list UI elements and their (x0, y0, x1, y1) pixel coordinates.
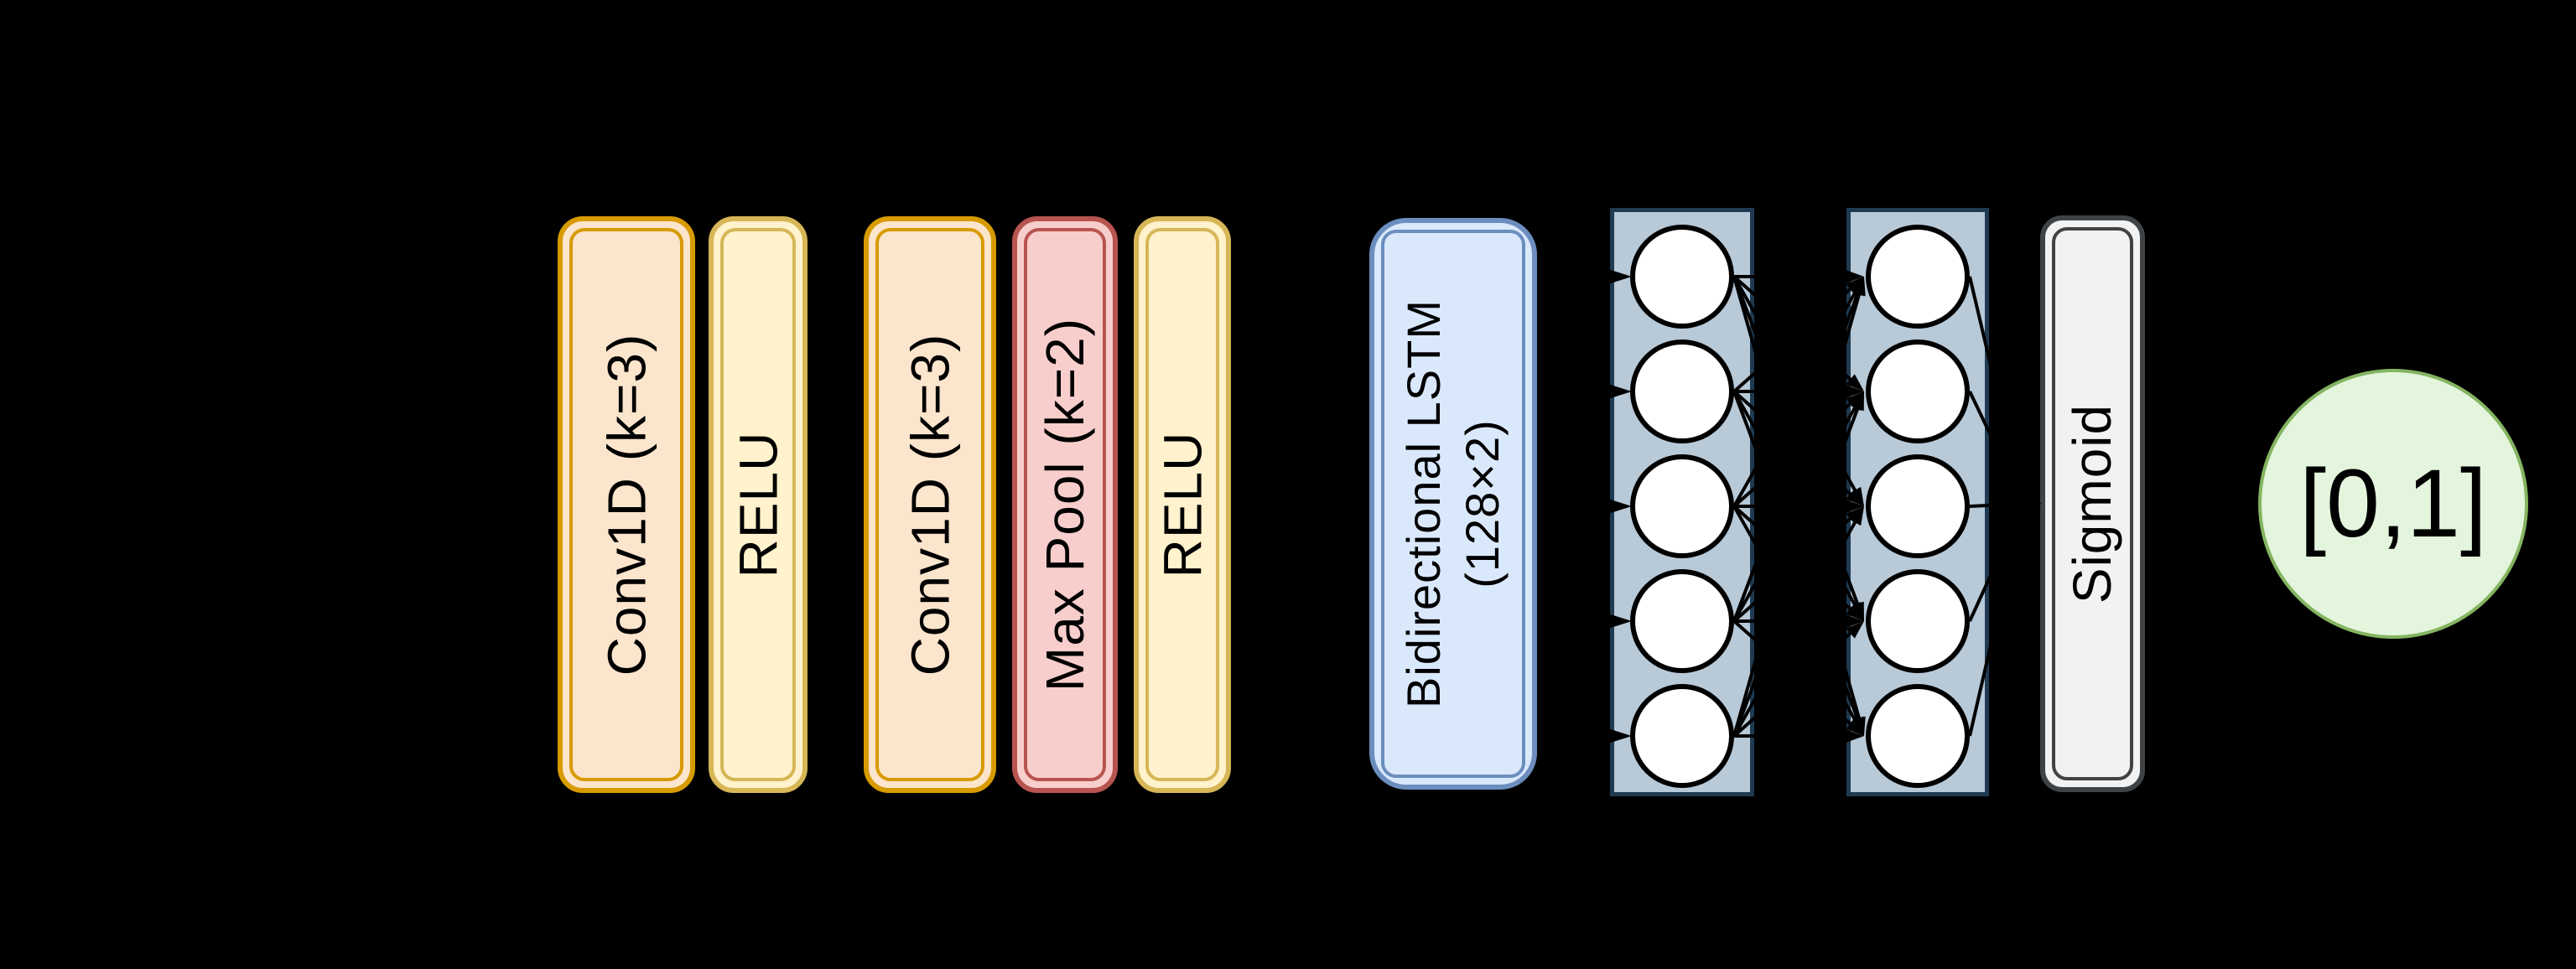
layer-label-maxpool: Max Pool (k=2) (1035, 317, 1095, 692)
dense-layer-panel-2 (1846, 208, 1989, 796)
layer-label-conv1d-2: Conv1D (k=3) (900, 333, 960, 676)
layer-relu-2: RELU (1134, 216, 1231, 793)
layer-label-relu-2: RELU (1152, 431, 1213, 578)
layer-conv1d-2: Conv1D (k=3) (864, 216, 996, 793)
lstm-label-line2: (128×2) (1456, 419, 1509, 588)
output-node: [0,1] (2258, 369, 2528, 639)
layer-label-sigmoid: Sigmoid (2062, 403, 2123, 604)
layer-label-bidirectional-lstm: Bidirectional LSTM (128×2) (1394, 299, 1512, 708)
output-label: [0,1] (2299, 450, 2487, 557)
layer-label-conv1d-1: Conv1D (k=3) (596, 333, 657, 676)
layer-conv1d-1: Conv1D (k=3) (558, 216, 695, 793)
dense-layer-panel-1 (1610, 208, 1754, 796)
layer-bidirectional-lstm: Bidirectional LSTM (128×2) (1369, 218, 1537, 790)
lstm-label-line1: Bidirectional LSTM (1397, 299, 1450, 708)
layer-maxpool: Max Pool (k=2) (1012, 216, 1118, 793)
layer-relu-1: RELU (709, 216, 808, 793)
layer-label-relu-1: RELU (728, 431, 788, 578)
layer-sigmoid: Sigmoid (2040, 215, 2145, 792)
